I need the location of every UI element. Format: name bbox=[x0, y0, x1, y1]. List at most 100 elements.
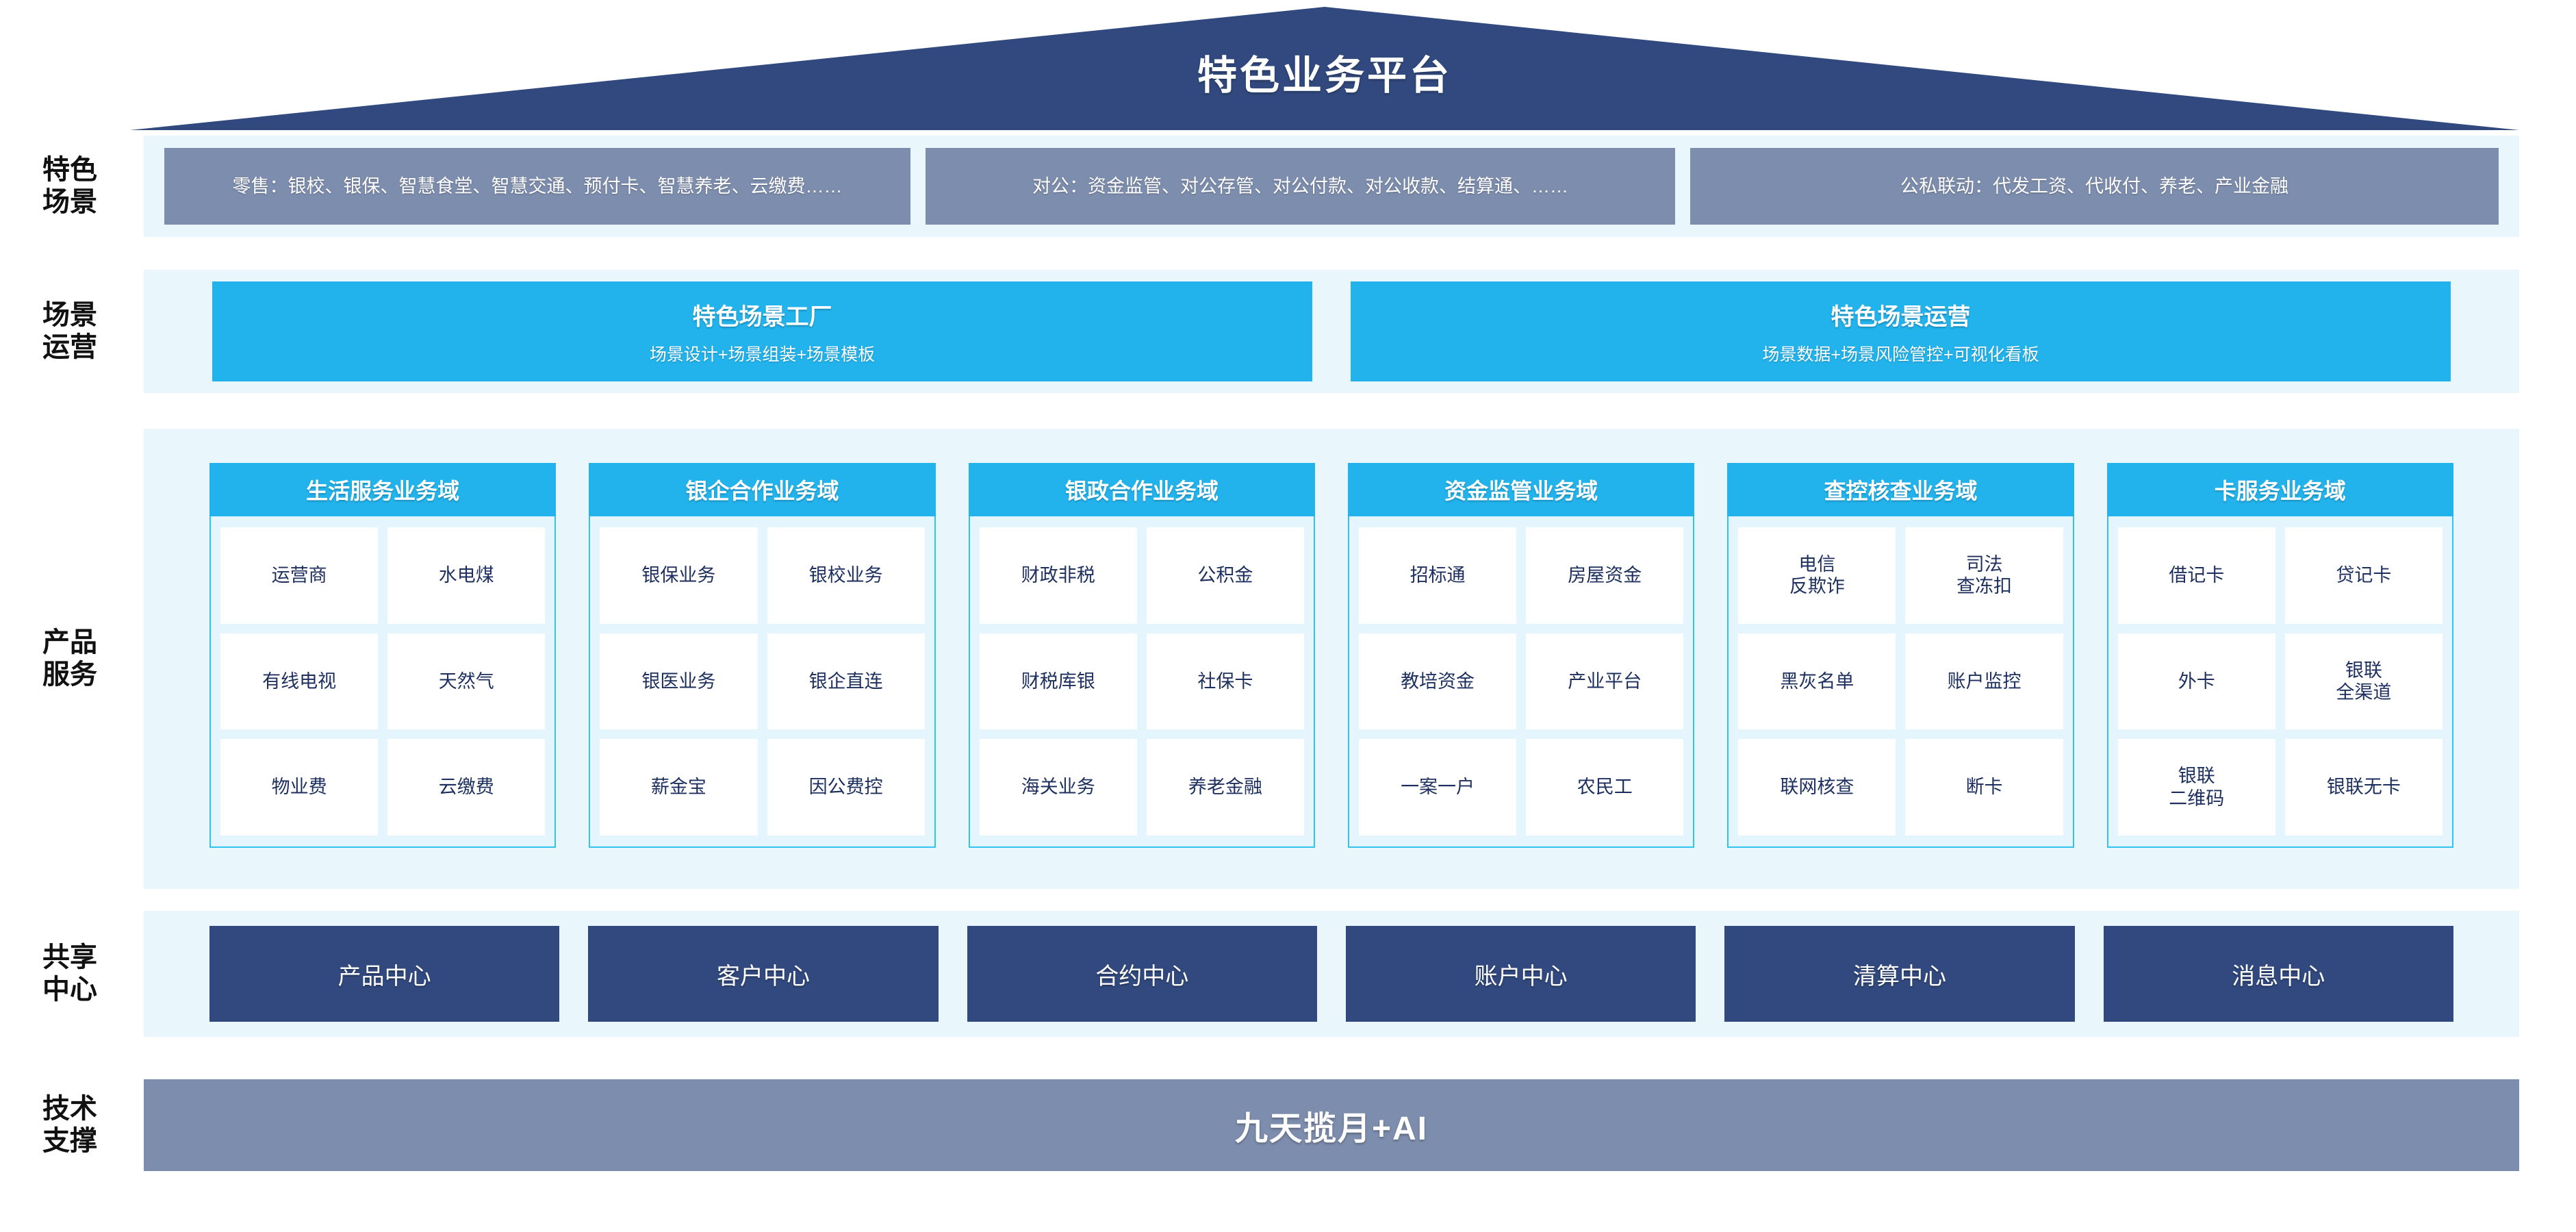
shared-center-list: 产品中心客户中心合约中心账户中心清算中心消息中心 bbox=[209, 926, 2453, 1022]
shared-center-box[interactable]: 产品中心 bbox=[209, 926, 560, 1022]
roof-shape bbox=[130, 7, 2519, 130]
product-tile[interactable]: 教培资金 bbox=[1358, 633, 1517, 730]
product-tile[interactable]: 银企直连 bbox=[767, 633, 925, 730]
shared-center-box[interactable]: 账户中心 bbox=[1345, 926, 1696, 1022]
section-featured-scenes: 零售：银校、银保、智慧食堂、智慧交通、预付卡、智慧养老、云缴费…… 对公：资金监… bbox=[144, 136, 2519, 237]
business-domain-body: 借记卡贷记卡外卡银联 全渠道银联 二维码银联无卡 bbox=[2106, 516, 2453, 848]
shared-center-box[interactable]: 清算中心 bbox=[1724, 926, 2075, 1022]
shared-center-box[interactable]: 合约中心 bbox=[967, 926, 1317, 1022]
product-tile[interactable]: 银联 全渠道 bbox=[2284, 633, 2443, 730]
product-tile[interactable]: 银保业务 bbox=[600, 527, 758, 624]
business-domain-title: 查控核查业务域 bbox=[1727, 463, 2074, 516]
business-domain-title: 银政合作业务域 bbox=[968, 463, 1315, 516]
business-domain-card[interactable]: 银政合作业务域财政非税公积金财税库银社保卡海关业务养老金融 bbox=[968, 463, 1315, 848]
page-title: 特色业务平台 bbox=[1197, 53, 1452, 98]
tile-row: 财政非税公积金 bbox=[979, 527, 1304, 624]
operation-title: 特色场景工厂 bbox=[692, 303, 832, 330]
row-label-shared-center: 共享 中心 bbox=[42, 942, 97, 1005]
tech-support-box[interactable]: 九天揽月+AI bbox=[144, 1079, 2519, 1171]
product-tile[interactable]: 公积金 bbox=[1146, 527, 1304, 624]
product-tile[interactable]: 天然气 bbox=[387, 633, 546, 730]
business-domain-body: 运营商水电煤有线电视天然气物业费云缴费 bbox=[209, 516, 557, 848]
scene-box-retail[interactable]: 零售：银校、银保、智慧食堂、智慧交通、预付卡、智慧养老、云缴费…… bbox=[164, 148, 910, 225]
tile-row: 电信 反欺诈司法 查冻扣 bbox=[1738, 527, 2063, 624]
tile-row: 薪金宝因公费控 bbox=[600, 739, 925, 836]
section-product-service: 生活服务业务域运营商水电煤有线电视天然气物业费云缴费银企合作业务域银保业务银校业… bbox=[144, 429, 2519, 889]
business-domain-title: 银企合作业务域 bbox=[589, 463, 936, 516]
product-tile[interactable]: 账户监控 bbox=[1905, 633, 2063, 730]
scene-box-corporate[interactable]: 对公：资金监管、对公存管、对公付款、对公收款、结算通、…… bbox=[926, 148, 1675, 225]
section-tech-support: 九天揽月+AI bbox=[144, 1079, 2519, 1171]
operation-box-list: 特色场景工厂 场景设计+场景组装+场景模板 特色场景运营 场景数据+场景风险管控… bbox=[212, 281, 2451, 381]
tile-row: 借记卡贷记卡 bbox=[2117, 527, 2443, 624]
product-tile[interactable]: 银联无卡 bbox=[2284, 739, 2443, 836]
product-tile[interactable]: 外卡 bbox=[2117, 633, 2275, 730]
business-domain-card[interactable]: 查控核查业务域电信 反欺诈司法 查冻扣黑灰名单账户监控联网核查断卡 bbox=[1727, 463, 2074, 848]
business-domain-body: 招标通房屋资金教培资金产业平台一案一户农民工 bbox=[1347, 516, 1695, 848]
tile-row: 海关业务养老金融 bbox=[979, 739, 1304, 836]
product-tile[interactable]: 联网核查 bbox=[1738, 739, 1896, 836]
scene-box-list: 零售：银校、银保、智慧食堂、智慧交通、预付卡、智慧养老、云缴费…… 对公：资金监… bbox=[164, 148, 2499, 225]
tile-row: 运营商水电煤 bbox=[220, 527, 546, 624]
tile-row: 联网核查断卡 bbox=[1738, 739, 2063, 836]
business-domain-card[interactable]: 卡服务业务域借记卡贷记卡外卡银联 全渠道银联 二维码银联无卡 bbox=[2106, 463, 2453, 848]
tile-row: 有线电视天然气 bbox=[220, 633, 546, 730]
product-tile[interactable]: 贷记卡 bbox=[2284, 527, 2443, 624]
product-tile[interactable]: 财政非税 bbox=[979, 527, 1137, 624]
shared-center-box[interactable]: 客户中心 bbox=[588, 926, 939, 1022]
scene-box-public-private-linkage[interactable]: 公私联动：代发工资、代收付、养老、产业金融 bbox=[1690, 148, 2499, 225]
product-tile[interactable]: 断卡 bbox=[1905, 739, 2063, 836]
product-tile[interactable]: 银校业务 bbox=[767, 527, 925, 624]
product-tile[interactable]: 银联 二维码 bbox=[2117, 739, 2275, 836]
operation-title: 特色场景运营 bbox=[1831, 303, 1971, 330]
product-tile[interactable]: 云缴费 bbox=[387, 739, 546, 836]
product-tile[interactable]: 黑灰名单 bbox=[1738, 633, 1896, 730]
product-tile[interactable]: 电信 反欺诈 bbox=[1738, 527, 1896, 624]
tile-row: 外卡银联 全渠道 bbox=[2117, 633, 2443, 730]
product-tile[interactable]: 薪金宝 bbox=[600, 739, 758, 836]
business-domain-list: 生活服务业务域运营商水电煤有线电视天然气物业费云缴费银企合作业务域银保业务银校业… bbox=[209, 463, 2453, 848]
product-tile[interactable]: 产业平台 bbox=[1526, 633, 1684, 730]
product-tile[interactable]: 房屋资金 bbox=[1526, 527, 1684, 624]
section-scene-operation: 特色场景工厂 场景设计+场景组装+场景模板 特色场景运营 场景数据+场景风险管控… bbox=[144, 270, 2519, 393]
tile-row: 银医业务银企直连 bbox=[600, 633, 925, 730]
tile-row: 教培资金产业平台 bbox=[1358, 633, 1684, 730]
product-tile[interactable]: 招标通 bbox=[1358, 527, 1517, 624]
row-label-product: 产品 服务 bbox=[42, 627, 97, 690]
product-tile[interactable]: 物业费 bbox=[220, 739, 379, 836]
business-domain-card[interactable]: 银企合作业务域银保业务银校业务银医业务银企直连薪金宝因公费控 bbox=[589, 463, 936, 848]
tile-row: 招标通房屋资金 bbox=[1358, 527, 1684, 624]
business-domain-card[interactable]: 资金监管业务域招标通房屋资金教培资金产业平台一案一户农民工 bbox=[1347, 463, 1695, 848]
product-tile[interactable]: 因公费控 bbox=[767, 739, 925, 836]
row-label-scene: 特色 场景 bbox=[42, 154, 97, 217]
product-tile[interactable]: 财税库银 bbox=[979, 633, 1137, 730]
product-tile[interactable]: 养老金融 bbox=[1146, 739, 1304, 836]
section-shared-center: 产品中心客户中心合约中心账户中心清算中心消息中心 bbox=[144, 911, 2519, 1037]
operation-box-scene-factory[interactable]: 特色场景工厂 场景设计+场景组装+场景模板 bbox=[212, 281, 1312, 381]
product-tile[interactable]: 海关业务 bbox=[979, 739, 1137, 836]
product-tile[interactable]: 司法 查冻扣 bbox=[1905, 527, 2063, 624]
business-domain-title: 资金监管业务域 bbox=[1347, 463, 1695, 516]
product-tile[interactable]: 银医业务 bbox=[600, 633, 758, 730]
platform-roof: 特色业务平台 bbox=[130, 7, 2519, 130]
product-tile[interactable]: 一案一户 bbox=[1358, 739, 1517, 836]
product-tile[interactable]: 借记卡 bbox=[2117, 527, 2275, 624]
product-tile[interactable]: 农民工 bbox=[1526, 739, 1684, 836]
business-domain-title: 生活服务业务域 bbox=[209, 463, 557, 516]
tile-row: 一案一户农民工 bbox=[1358, 739, 1684, 836]
product-tile[interactable]: 水电煤 bbox=[387, 527, 546, 624]
tile-row: 银联 二维码银联无卡 bbox=[2117, 739, 2443, 836]
tile-row: 财税库银社保卡 bbox=[979, 633, 1304, 730]
product-tile[interactable]: 社保卡 bbox=[1146, 633, 1304, 730]
operation-subtitle: 场景数据+场景风险管控+可视化看板 bbox=[1762, 344, 2039, 364]
product-tile[interactable]: 运营商 bbox=[220, 527, 379, 624]
operation-box-scene-operation[interactable]: 特色场景运营 场景数据+场景风险管控+可视化看板 bbox=[1351, 281, 2451, 381]
business-domain-card[interactable]: 生活服务业务域运营商水电煤有线电视天然气物业费云缴费 bbox=[209, 463, 557, 848]
business-domain-title: 卡服务业务域 bbox=[2106, 463, 2453, 516]
product-tile[interactable]: 有线电视 bbox=[220, 633, 379, 730]
tile-row: 银保业务银校业务 bbox=[600, 527, 925, 624]
business-domain-body: 银保业务银校业务银医业务银企直连薪金宝因公费控 bbox=[589, 516, 936, 848]
shared-center-box[interactable]: 消息中心 bbox=[2103, 926, 2453, 1022]
tile-row: 黑灰名单账户监控 bbox=[1738, 633, 2063, 730]
business-domain-body: 电信 反欺诈司法 查冻扣黑灰名单账户监控联网核查断卡 bbox=[1727, 516, 2074, 848]
